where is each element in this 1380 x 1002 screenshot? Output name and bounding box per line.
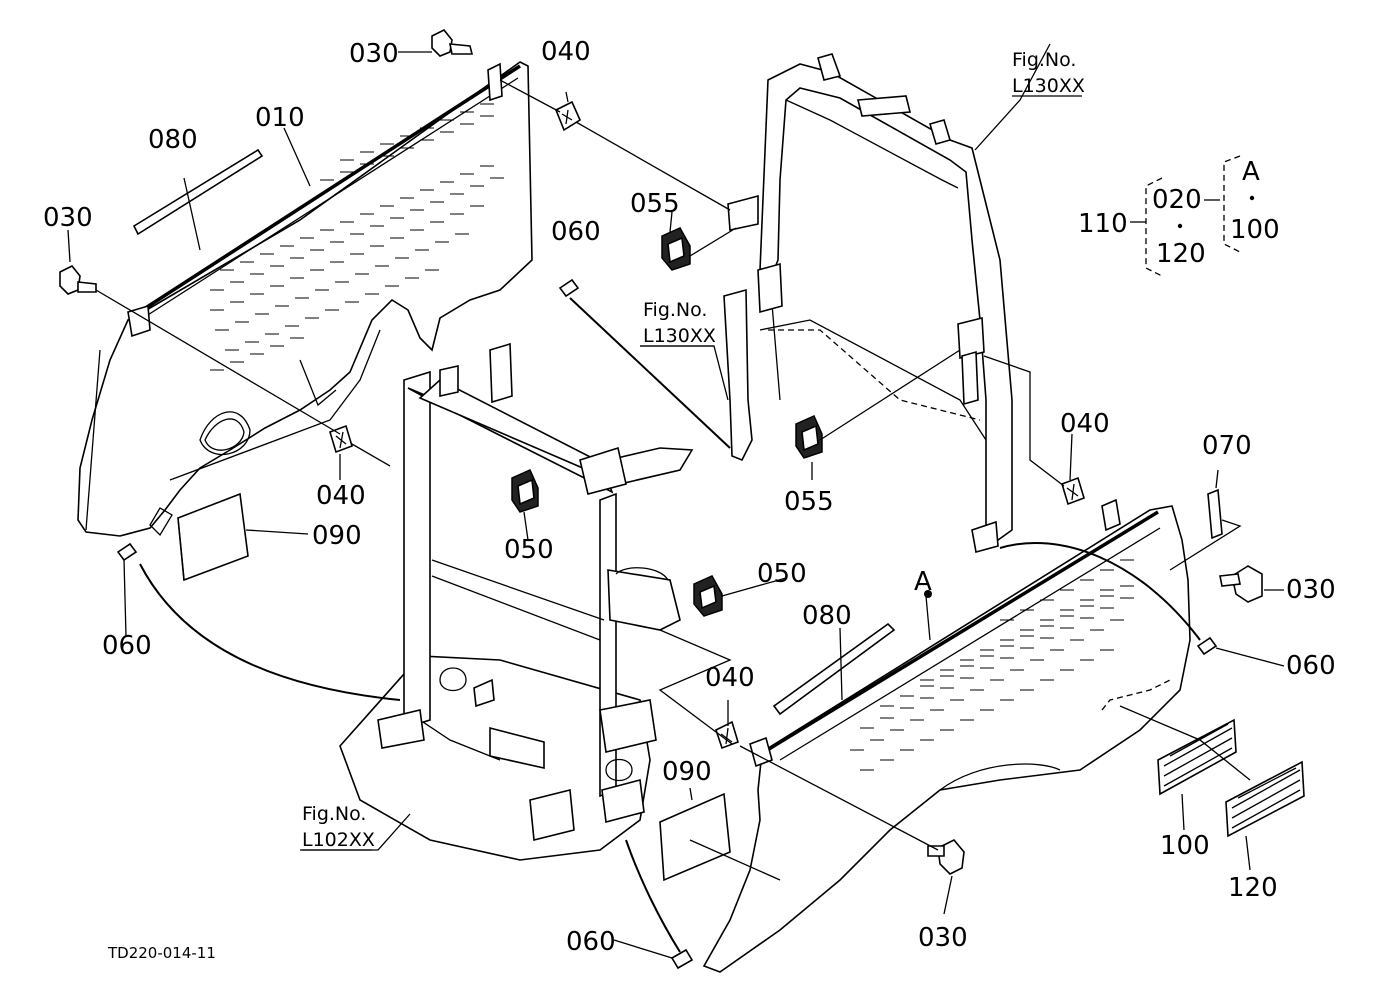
right-side-cover xyxy=(702,498,1191,973)
fig-ref-1-line1: Fig.No. xyxy=(1012,49,1076,71)
label-040-top: 040 xyxy=(541,37,591,67)
label-050-right: 050 xyxy=(757,559,807,589)
label-030-top: 030 xyxy=(349,39,399,69)
fig-ref-3-line2: L102XX xyxy=(302,829,375,851)
legend-group-a: A xyxy=(1242,157,1260,187)
pad-090-left xyxy=(177,492,249,582)
label-080-left: 080 xyxy=(148,125,198,155)
knob-030-bottom xyxy=(927,839,965,875)
fig-ref-2-line2: L130XX xyxy=(643,325,716,347)
leader-lines xyxy=(67,43,1285,959)
fig-ref-3-line1: Fig.No. xyxy=(302,803,366,825)
left-side-cover xyxy=(77,61,533,537)
seat-frame xyxy=(339,342,694,861)
strip-070 xyxy=(1207,488,1223,540)
seal-strip-080-right xyxy=(772,622,896,716)
set-legend xyxy=(1130,155,1255,277)
marker-dot-a xyxy=(924,590,932,598)
label-060-right: 060 xyxy=(1286,651,1336,681)
knob-030-right xyxy=(1219,565,1263,603)
label-070: 070 xyxy=(1202,431,1252,461)
legend-set-110: 110 xyxy=(1078,209,1128,239)
clip-040-mid xyxy=(329,424,353,454)
label-030-right: 030 xyxy=(1286,575,1336,605)
pin-060-left xyxy=(116,542,138,562)
pad-090-bottom xyxy=(659,792,731,882)
label-030-left: 030 xyxy=(43,203,93,233)
rear-frame xyxy=(723,53,1013,554)
label-060-left: 060 xyxy=(102,631,152,661)
label-090-bottom: 090 xyxy=(662,757,712,787)
label-055-top: 055 xyxy=(630,189,680,219)
label-060-bottom: 060 xyxy=(566,927,616,957)
clip-040-right xyxy=(1061,476,1085,506)
label-030-bottom: 030 xyxy=(918,923,968,953)
clip-040-lower xyxy=(715,720,739,750)
label-010: 010 xyxy=(255,103,305,133)
label-050-left: 050 xyxy=(504,535,554,565)
legend-item-020: 020 xyxy=(1152,185,1202,215)
left-cover-perforations xyxy=(210,103,504,371)
label-040-right: 040 xyxy=(1060,409,1110,439)
label-060-top: 060 xyxy=(551,217,601,247)
clip-nut-055-a xyxy=(661,227,691,271)
fig-ref-2-line1: Fig.No. xyxy=(643,299,707,321)
label-120: 120 xyxy=(1228,873,1278,903)
seal-strip-080-left xyxy=(132,148,264,236)
knob-030-top xyxy=(431,28,474,57)
label-080-right: 080 xyxy=(802,601,852,631)
clip-nut-050-b xyxy=(693,575,723,617)
drawing-code: TD220-014-11 xyxy=(107,944,216,962)
clip-nut-055-b xyxy=(795,415,823,459)
clip-040-top xyxy=(554,100,582,132)
label-055-bottom: 055 xyxy=(784,487,834,517)
label-marker-a: A xyxy=(914,567,932,597)
label-040-mid: 040 xyxy=(316,481,366,511)
clip-nut-050-a xyxy=(511,469,539,513)
label-100: 100 xyxy=(1160,831,1210,861)
label-090-left: 090 xyxy=(312,521,362,551)
pin-060-right xyxy=(1196,636,1218,656)
knob-030-left xyxy=(59,264,97,295)
legend-item-120: 120 xyxy=(1156,239,1206,269)
right-cover-perforations xyxy=(850,559,1134,771)
pin-060-top xyxy=(558,278,580,298)
label-120 xyxy=(1225,760,1305,838)
label-040-lower: 040 xyxy=(705,663,755,693)
fig-ref-1-line2: L130XX xyxy=(1012,75,1085,97)
legend-item-100: 100 xyxy=(1230,215,1280,245)
label-100 xyxy=(1157,718,1237,796)
pin-060-bottom xyxy=(670,948,694,970)
